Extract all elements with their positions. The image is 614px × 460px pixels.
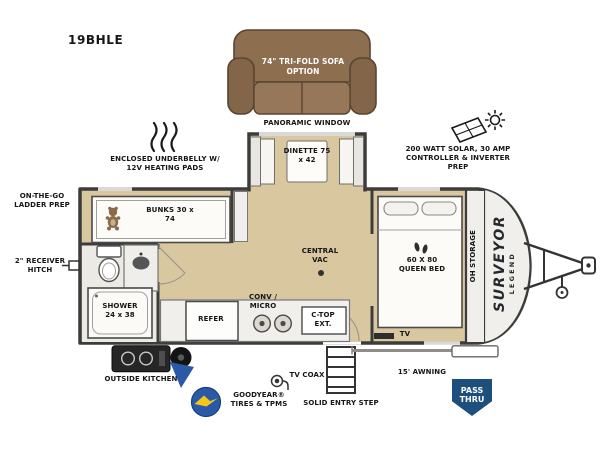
pillow-right (421, 201, 457, 216)
refrigerator (185, 300, 239, 342)
brand-legend-label: LEGEND (508, 252, 516, 295)
dinette-bench-right-back (353, 136, 364, 187)
entry-door-opening (323, 341, 361, 345)
sofa-option-label: 74" TRI-FOLD SOFA OPTION (261, 57, 345, 76)
sun-icon (485, 110, 505, 130)
oh-storage-label: OH STORAGE (469, 230, 477, 283)
wardrobe (234, 191, 248, 242)
central-vac-label: CENTRAL VAC (301, 247, 339, 265)
interior-walls (81, 190, 374, 342)
entry-step-label: SOLID ENTRY STEP (303, 399, 379, 407)
underbelly-label: ENCLOSED UNDERBELLY W/ 12V HEATING PADS (110, 155, 220, 173)
hitch-icon (523, 241, 596, 299)
awning-label: 15' AWNING (397, 368, 447, 376)
queen-bed-label: 60 X 80 QUEEN BED (398, 256, 446, 274)
conv-micro-label: CONV / MICRO (249, 293, 277, 311)
tv-coax-label: TV COAX (289, 371, 325, 379)
outside-kitchen-label: OUTSIDE KITCHEN (104, 375, 178, 383)
brand-surveyor-label: SURVEYOR (492, 215, 508, 312)
shower-label: SHOWER 24 x 38 (102, 302, 138, 320)
dinette-label: DINETTE 75 x 42 (283, 147, 331, 165)
goodyear-logo-icon (190, 386, 222, 418)
toilet-bowl (98, 257, 120, 283)
pass-thru-door (451, 345, 499, 358)
heat-waves-icon (150, 121, 178, 153)
solar-panel-icon (450, 110, 505, 143)
model-label: 19BHLE (68, 33, 124, 47)
tire-graphic (170, 347, 194, 388)
shower-stall (87, 287, 153, 339)
dinette-slideout (247, 132, 367, 192)
receiver-hitch-label: 2" RECEIVER HITCH (14, 257, 66, 275)
panoramic-window-label: PANORAMIC WINDOW (263, 119, 351, 127)
bath-sink (132, 256, 150, 270)
dinette-bench-right (339, 138, 354, 185)
dinette-table (286, 140, 328, 183)
bunks-label: BUNKS 30 x 74 (146, 206, 194, 224)
goodyear-pennant (170, 362, 194, 388)
teddy-bear-icon (105, 206, 121, 231)
footprints-icon (414, 242, 428, 254)
receiver-hitch-icon (62, 260, 80, 271)
bedroom-graphic (374, 195, 463, 339)
ladder-prep-label: ON-THE-GO LADDER PREP (14, 192, 70, 210)
solar-prep-label: 200 WATT SOLAR, 30 AMP CONTROLLER & INVE… (405, 145, 511, 172)
tv-graphic (374, 333, 394, 339)
shower-head (95, 294, 98, 298)
bath-door-swing (158, 246, 186, 285)
goodyear-label: GOODYEAR® TIRES & TPMS (230, 391, 288, 409)
entry-step-icon (326, 346, 356, 394)
queen-bed-graphic (377, 195, 463, 329)
bunks-graphic (91, 195, 231, 244)
outside-kitchen-graphic (111, 345, 171, 373)
central-vac-port (318, 270, 324, 276)
dinette-bench-left (260, 138, 275, 185)
countertop-extension (301, 306, 347, 335)
bathroom-fixtures (87, 244, 159, 339)
kitchen-graphic (159, 270, 351, 343)
pass-thru-label: PASS THRU (459, 385, 485, 404)
wingfoot-icon (194, 395, 218, 407)
dinette-bench-left-back (250, 136, 261, 187)
toilet-tank (96, 245, 122, 258)
tv-coax-icon (270, 374, 289, 390)
tri-fold-sofa-icon (227, 29, 377, 115)
pillow-left (383, 201, 419, 216)
ctop-ext-label: C-TOP EXT. (311, 311, 335, 329)
tv-label: TV (399, 330, 411, 338)
refer-label: REFER (198, 315, 224, 323)
